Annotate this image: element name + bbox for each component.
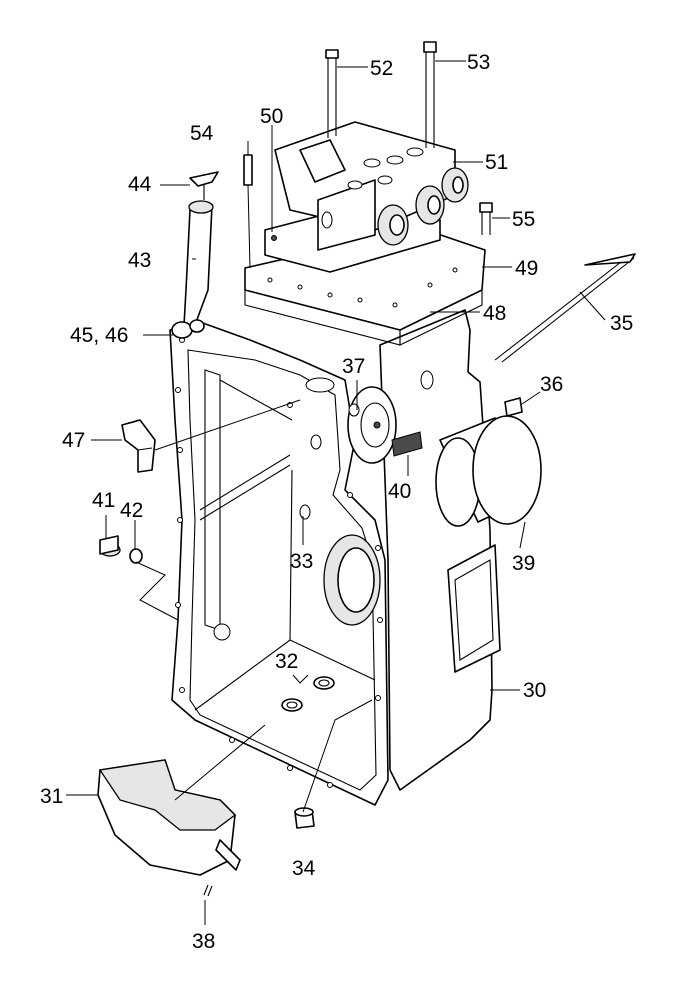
drain-plug [99, 535, 121, 557]
cover [97, 759, 241, 876]
transmission-housing [169, 309, 501, 806]
callout-37: 37 [342, 355, 365, 378]
pin-54 [243, 154, 253, 186]
callout-43: 43 [128, 249, 151, 272]
seal-rings [281, 676, 335, 712]
leader-lines [66, 60, 606, 925]
callout-42: 42 [120, 499, 143, 522]
callout-40: 40 [388, 480, 411, 503]
o-ring [129, 548, 143, 564]
callout-52: 52 [370, 57, 393, 80]
callout-33: 33 [290, 550, 313, 573]
callout-53: 53 [467, 51, 490, 74]
callout-labels: 52 53 50 54 51 44 55 43 49 48 35 45, 46 … [40, 51, 633, 953]
callout-45-46: 45, 46 [70, 324, 128, 347]
control-valve-block [274, 121, 469, 251]
callout-38: 38 [192, 930, 215, 953]
filler-tube [183, 200, 214, 326]
dipstick [494, 253, 636, 363]
callout-55: 55 [512, 208, 535, 231]
bolt-55 [479, 202, 493, 235]
callout-51: 51 [485, 151, 508, 174]
bushing [294, 807, 315, 829]
callout-54: 54 [190, 122, 214, 145]
oil-filter [435, 415, 542, 527]
callout-31: 31 [40, 785, 63, 808]
callout-48: 48 [483, 302, 506, 325]
callout-41: 41 [92, 489, 115, 512]
elbow-fitting [121, 419, 156, 473]
bolt-53 [423, 41, 437, 148]
filter-nipple [391, 431, 423, 457]
tube-clamp [171, 319, 205, 339]
callout-34: 34 [292, 857, 316, 880]
callout-44: 44 [128, 173, 152, 196]
callout-36: 36 [540, 373, 563, 396]
filler-cap [189, 171, 219, 200]
bolt-52 [325, 49, 339, 138]
callout-47: 47 [62, 429, 85, 452]
plug-36 [504, 397, 523, 417]
screw-38 [203, 884, 213, 897]
callout-49: 49 [515, 257, 538, 280]
callout-32: 32 [275, 650, 298, 673]
callout-35: 35 [610, 312, 633, 335]
callout-39: 39 [512, 552, 535, 575]
callout-50: 50 [260, 105, 283, 128]
valve-plate [244, 227, 486, 346]
callout-30: 30 [523, 679, 546, 702]
